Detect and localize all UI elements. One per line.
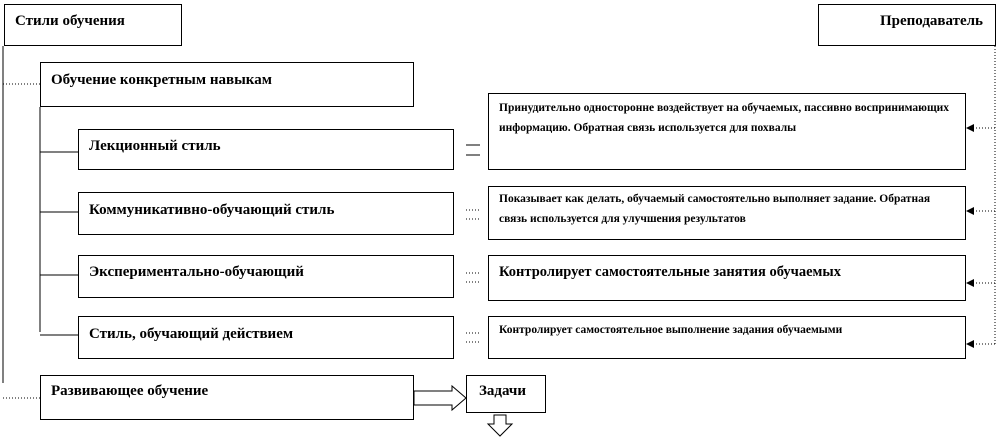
developing-learning-box: Развивающее обучение — [40, 375, 414, 420]
description-box-experimental: Контролирует самостоятельные занятия обу… — [488, 255, 966, 301]
teacher-title: Преподаватель — [879, 13, 983, 29]
style-box-experimental: Экспериментально-обучающий — [78, 255, 454, 298]
description-box-lecture: Принудительно односторонне воздействует … — [488, 93, 966, 170]
description-action: Контролирует самостоятельное выполнение … — [499, 324, 843, 336]
description-lecture: Принудительно односторонне воздействует … — [499, 102, 950, 134]
description-communicative: Показывает как делать, обучаемый самосто… — [499, 193, 931, 225]
tasks-label: Задачи — [479, 383, 527, 399]
style-label-lecture: Лекционный стиль — [89, 138, 221, 154]
concrete-skills-box: Обучение конкретным навыкам — [40, 62, 414, 107]
styles-title-box: Стили обучения — [4, 4, 182, 46]
styles-title: Стили обучения — [15, 13, 125, 29]
style-label-experimental: Экспериментально-обучающий — [89, 264, 304, 280]
tasks-box: Задачи — [466, 375, 546, 413]
description-box-action: Контролирует самостоятельное выполнение … — [488, 316, 966, 359]
style-box-communicative: Коммуникативно-обучающий стиль — [78, 192, 454, 235]
description-experimental: Контролирует самостоятельные занятия обу… — [499, 264, 841, 280]
developing-learning-label: Развивающее обучение — [51, 383, 209, 399]
style-box-lecture: Лекционный стиль — [78, 129, 454, 170]
style-box-action: Стиль, обучающий действием — [78, 316, 454, 359]
style-label-communicative: Коммуникативно-обучающий стиль — [89, 202, 335, 218]
concrete-skills-label: Обучение конкретным навыкам — [51, 72, 272, 88]
description-box-communicative: Показывает как делать, обучаемый самосто… — [488, 186, 966, 240]
style-label-action: Стиль, обучающий действием — [89, 326, 294, 342]
teacher-title-box: Преподаватель — [818, 4, 996, 46]
